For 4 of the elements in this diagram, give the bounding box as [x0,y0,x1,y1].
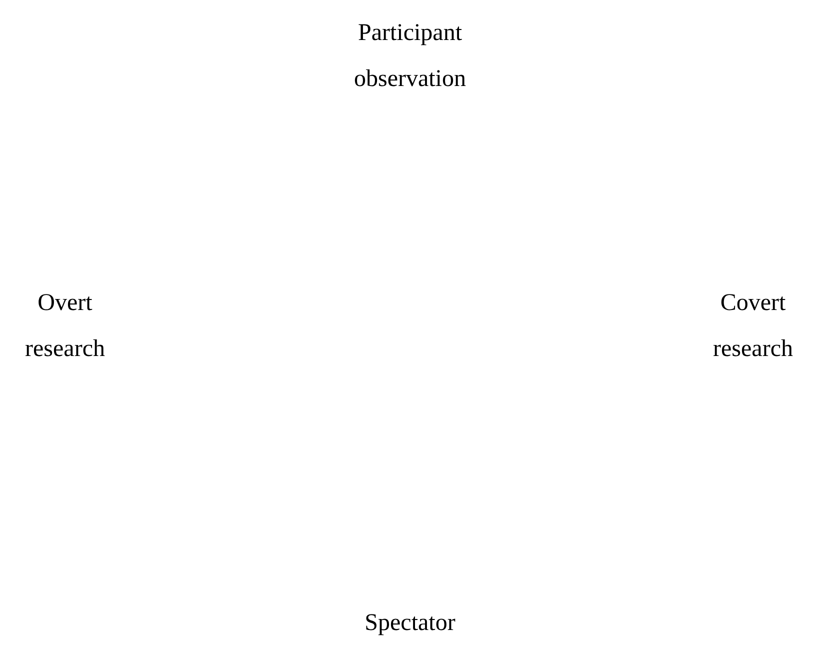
axis-label: Participant observation [353,19,467,94]
axis-label: Overt research [24,289,106,364]
axis-label: Covert research [712,289,794,364]
axis-label: Spectator [364,609,456,638]
